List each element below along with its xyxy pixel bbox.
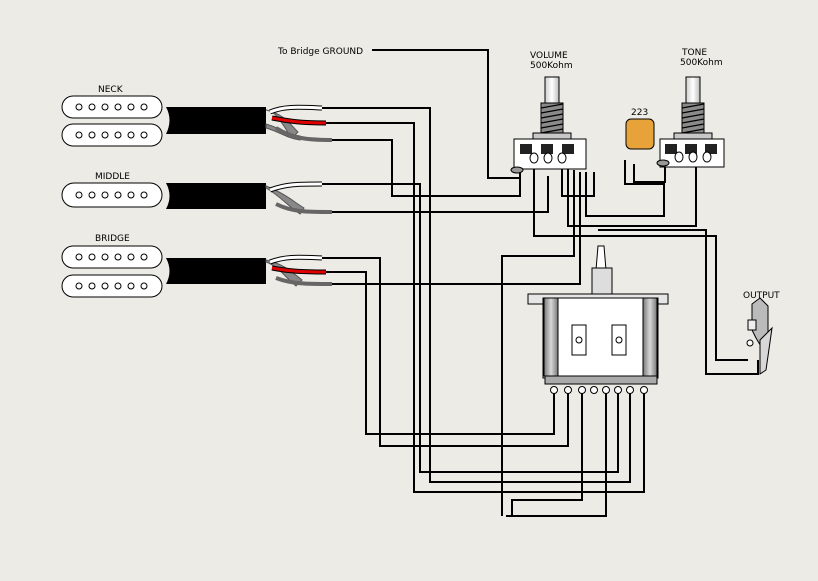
wire-middle-bare [332,176,549,213]
wire-bridge-bare [332,172,581,285]
tone-title-label: TONE [681,48,707,58]
wires [322,49,759,517]
wire-neck-red [326,122,645,493]
wire-neck-white [322,107,631,483]
cable-middle [166,181,333,215]
pickup-bridge-label: BRIDGE [95,234,130,244]
pickup-middle-label: MIDDLE [95,172,130,182]
volume-pot [510,76,587,174]
tone-pot [656,76,725,168]
capacitor [625,118,655,150]
wire-bridge-white [322,257,569,447]
wire-neck-bare [332,139,521,197]
wire-middle-white [322,183,619,473]
wire-output-ground [598,229,759,375]
wire-switch-common-b [506,388,607,517]
wire-tone-ground [585,160,665,217]
pickup-selector-switch [527,245,669,394]
capacitor-label: 223 [631,108,648,118]
cable-neck [166,104,333,142]
pickup-neck [61,95,163,147]
tone-value-label: 500Kohm [680,58,723,68]
wire-volume-out [561,166,595,197]
wire-volume-tone [533,166,748,361]
wire-bridge-ground [372,49,519,179]
volume-value-label: 500Kohm [530,61,573,71]
wire-switch-common-a [501,170,575,516]
cable-bridge [166,254,333,287]
wire-bridge-red [326,271,555,435]
wire-tone-cap [633,164,666,183]
pickup-bridge [61,245,163,298]
bridge-ground-label: To Bridge GROUND [277,47,363,57]
volume-title-label: VOLUME [530,51,568,61]
output-label: OUTPUT [743,291,780,301]
pickup-neck-label: NECK [98,85,124,95]
output-jack [746,297,773,375]
pickup-middle [61,182,163,208]
wire-switch-jumper [511,388,583,516]
